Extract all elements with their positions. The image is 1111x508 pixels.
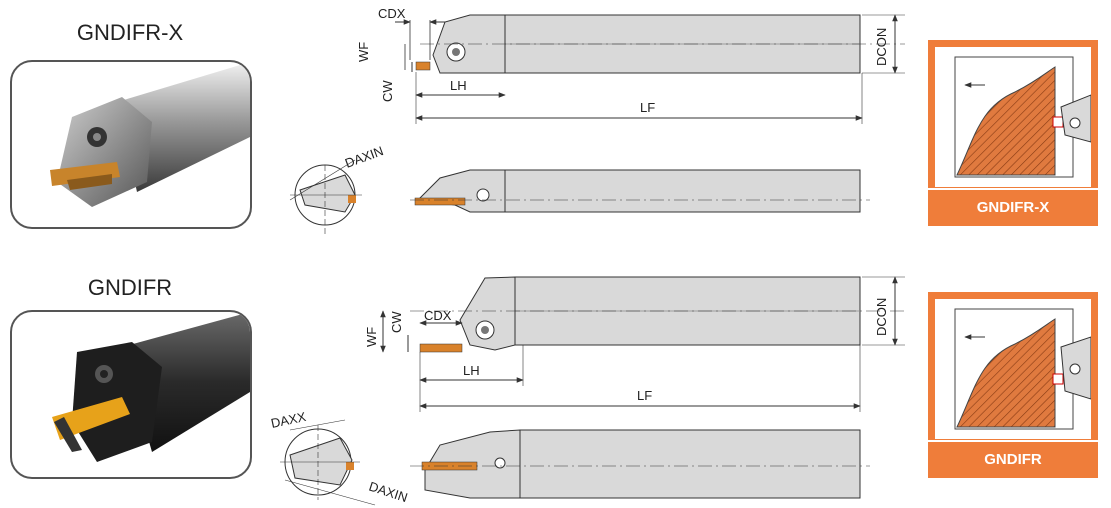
bottom-side-view [410,276,905,353]
bottom-dimensions: CDX WF CW LH LF DCON [364,276,905,412]
dim-cw-label: CW [389,311,404,333]
top-end-view: DAXIN [289,143,385,235]
dim-daxin-label-bottom: DAXIN [367,479,409,506]
workpiece-hatch-diagram [954,308,1091,430]
dim-dcon-label: DCON [874,298,889,336]
top-side-view [415,14,905,74]
dim-cdx-label: CDX [378,6,406,21]
dim-wf-label: WF [356,42,371,62]
application-badge-gndifr-x: GNDIFR-X [928,40,1098,226]
variant-title-gndifr-x: GNDIFR-X [76,20,184,45]
application-illustration [935,299,1091,439]
dim-cw-label: CW [380,80,395,102]
dim-lf-label: LF [640,100,655,115]
dim-lf-label: LF [637,388,652,403]
bottom-plan-view [410,429,870,499]
badge-label: GNDIFR-X [976,199,1050,216]
dim-lh-label: LH [463,363,480,378]
bottom-end-view: DAXX DAXIN [270,409,409,506]
badge-label: GNDIFR [984,451,1042,468]
product-photo-gndifr [10,310,252,479]
top-dimensions: CDX WF CW LH LF DCON [356,6,905,124]
dim-daxx-label: DAXX [270,409,308,431]
tool-photo-image [52,312,250,462]
dim-lh-label: LH [450,78,467,93]
variant-title-gndifr: GNDIFR [87,275,173,300]
dim-cdx-label: CDX [424,308,452,323]
workpiece-hatch-diagram [954,56,1091,178]
product-photo-gndifr-x [10,60,252,229]
top-plan-view [410,169,870,213]
dim-daxin-label-top: DAXIN [343,143,385,171]
tool-photo-image [50,62,250,207]
dim-wf-label: WF [364,327,379,347]
application-badge-gndifr: GNDIFR [928,292,1098,478]
application-illustration [935,47,1091,187]
dim-dcon-label: DCON [874,28,889,66]
